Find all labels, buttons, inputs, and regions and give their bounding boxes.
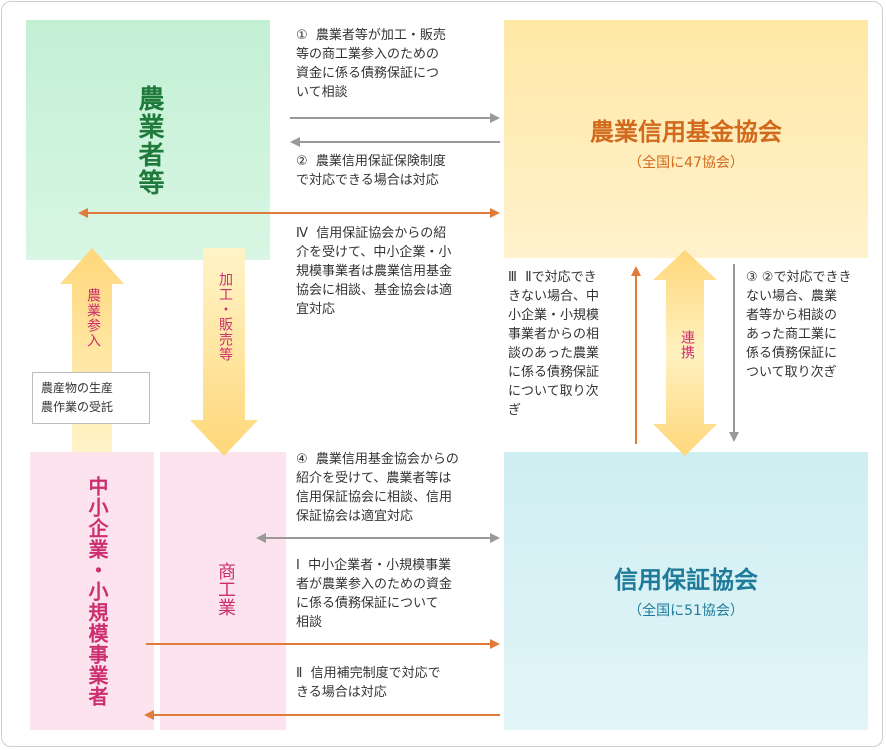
step-3-text: ③ ②で対応できき ない場合、農業 者等から相談の あった商工業に 係る債務保証… xyxy=(746,270,852,380)
note-box: 農産物の生産 農作業の受託 xyxy=(32,372,150,424)
step-4-text: ④ 農業信用基金協会からの 紹介を受けて、農業者等は 信用保証協会に相談、信用 … xyxy=(296,452,459,524)
note-line-2: 農作業の受託 xyxy=(41,400,114,414)
step-ii-text: Ⅱ 信用補完制度で対応で きる場合は対応 xyxy=(296,666,441,700)
credit-guarantee-box: 信用保証協会 （全国に51協会） xyxy=(504,452,868,730)
processing-sales-arrow xyxy=(190,248,258,456)
sme-box: 中小企業・小規模事業者 xyxy=(30,452,154,730)
cooperation-arrow xyxy=(653,250,717,456)
commerce-box: 商工業 xyxy=(160,452,286,730)
step-2-text: ② 農業信用保証保険制度 で対応できる場合は対応 xyxy=(296,154,446,188)
step-iii-text: Ⅲ Ⅱで対応でき きない場合、中 小企業・小規模 事業者からの相 談のあった農業… xyxy=(508,270,600,418)
agri-entry-label: 農業参入 xyxy=(85,288,101,348)
credit-guarantee-title: 信用保証協会 xyxy=(614,566,758,594)
note-line-1: 農産物の生産 xyxy=(41,381,114,395)
agri-credit-fund-subtitle: （全国に47協会） xyxy=(628,155,744,171)
sme-title: 中小企業・小規模事業者 xyxy=(85,476,109,707)
processing-sales-label: 加工・販売等 xyxy=(217,272,233,362)
step-i-text: Ⅰ 中小企業者・小規模事業 者が農業参入のための資金 に係る債務保証について 相… xyxy=(296,558,453,630)
step-iv-text: Ⅳ 信用保証協会からの紹 介を受けて、中小企業・小 規模事業者は農業信用基金 協… xyxy=(296,226,453,317)
farmers-title: 農業者等 xyxy=(134,85,164,197)
agri-credit-fund-box: 農業信用基金協会 （全国に47協会） xyxy=(504,20,868,258)
cooperation-label: 連携 xyxy=(679,330,695,360)
credit-guarantee-subtitle: （全国に51協会） xyxy=(628,603,744,619)
agri-credit-fund-title: 農業信用基金協会 xyxy=(590,118,782,146)
step-1-text: ① 農業者等が加工・販売 等の商工業参入のための 資金に係る債務保証につ いて相… xyxy=(296,28,446,100)
farmers-box: 農業者等 xyxy=(26,20,270,260)
commerce-title: 商工業 xyxy=(215,562,236,616)
